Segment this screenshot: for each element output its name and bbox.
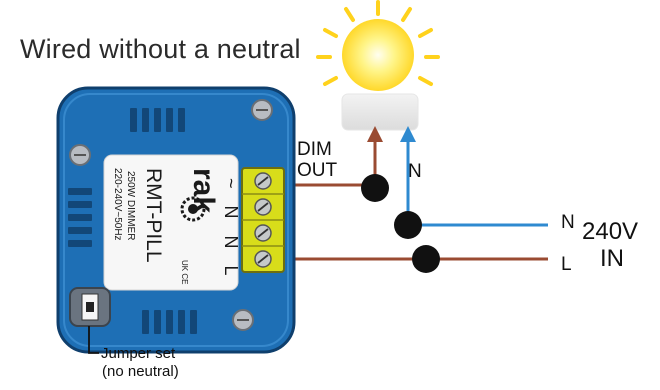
junction-dim-out xyxy=(361,174,389,202)
screw-top-left xyxy=(69,144,91,166)
screw-bottom-right xyxy=(232,309,254,331)
terminal-n-label: N xyxy=(561,212,575,233)
device-label xyxy=(103,154,239,291)
rak-logo-icon xyxy=(180,196,206,222)
wires xyxy=(282,140,548,261)
bulb-rays xyxy=(316,0,440,86)
device-terminal-marks: ~ N N L xyxy=(221,178,241,282)
screw-top-right xyxy=(251,99,273,121)
junction-neutral xyxy=(394,211,422,239)
svg-text:UK CE: UK CE xyxy=(180,260,189,284)
jumper xyxy=(69,287,111,327)
voltage-label: 240V xyxy=(582,218,639,245)
lamp-bulb xyxy=(342,19,414,91)
terminal-l-label: L xyxy=(561,254,572,275)
dimmer-module: UK CE xyxy=(56,86,296,354)
jumper-label-line2: (no neutral) xyxy=(102,363,179,380)
terminal-block xyxy=(241,167,285,273)
in-label: IN xyxy=(600,245,624,272)
arrow-dim-out xyxy=(367,126,383,142)
device-model: RMT-PILL xyxy=(142,168,165,263)
dim-label: DIM xyxy=(297,139,332,160)
arrow-lamp-neutral xyxy=(400,126,416,142)
device-rating: 250W DIMMER xyxy=(125,171,136,241)
jumper-label-line1: Jumper set xyxy=(101,345,176,362)
device-brand: rak xyxy=(187,168,220,214)
lamp-base xyxy=(341,93,419,131)
junction-live xyxy=(412,245,440,273)
lamp-neutral-label: N xyxy=(408,161,422,182)
device-supply: 220-240V~50Hz xyxy=(112,168,123,241)
jumper-callout-line xyxy=(88,326,99,354)
diagram-title: Wired without a neutral xyxy=(20,34,301,64)
out-label: OUT xyxy=(297,160,338,181)
